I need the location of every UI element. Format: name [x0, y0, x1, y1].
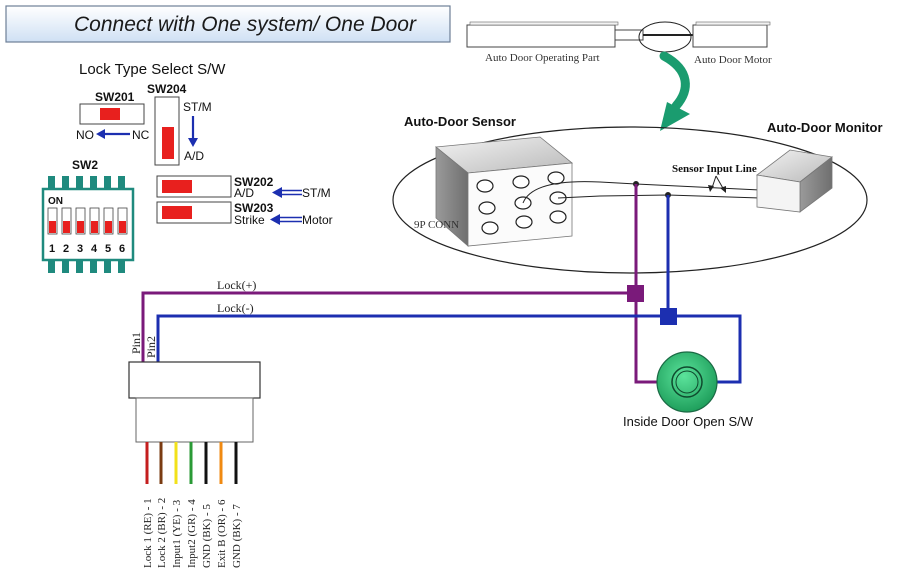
sw202-ad-label: A/D — [234, 186, 254, 200]
auto-door-operating-part — [466, 21, 695, 48]
nc-label: NC — [132, 128, 150, 142]
operating-part-label: Auto Door Operating Part — [485, 52, 600, 64]
wire-label: GND (BK) - 5 — [201, 504, 213, 568]
blue-junction — [660, 308, 677, 325]
double-arrow-left-icon — [272, 187, 302, 198]
pin1-label: Pin1 — [129, 332, 143, 354]
motor-label: Auto Door Motor — [694, 54, 772, 66]
auto-door-monitor-box — [756, 149, 833, 213]
curved-arrow-icon — [659, 51, 690, 131]
lock-plus-wire — [141, 184, 638, 362]
dip-number: 4 — [91, 243, 98, 255]
inside-door-open-label: Inside Door Open S/W — [623, 414, 754, 429]
arrow-down-icon — [188, 116, 198, 147]
title-box: Connect with One system/ One Door — [5, 5, 451, 43]
no-label: NO — [76, 128, 94, 142]
lock-type-heading: Lock Type Select S/W — [79, 61, 226, 78]
wire-bundle — [145, 442, 238, 484]
sw201-switch — [79, 103, 145, 125]
coupling-highlight — [638, 21, 692, 53]
sw2-label: SW2 — [72, 158, 98, 172]
dip-number: 1 — [49, 243, 55, 255]
auto-door-sensor-box — [434, 136, 574, 247]
page-title: Connect with One system/ One Door — [74, 13, 417, 36]
pointer-arrow-icon — [708, 175, 726, 193]
auto-door-monitor-label: Auto-Door Monitor — [767, 120, 883, 135]
sw203-motor-label: Motor — [302, 213, 333, 227]
sw201-label: SW201 — [95, 90, 135, 104]
lock-plus-label: Lock(+) — [217, 278, 256, 292]
wire-label: Exit B (OR) - 6 — [216, 499, 228, 568]
wire-label: Input1 (YE) - 3 — [171, 499, 183, 568]
sensor-input-line — [557, 194, 761, 199]
dip-number: 2 — [63, 243, 69, 255]
lock-plus-wire — [634, 293, 658, 384]
dip-number: 3 — [77, 243, 83, 255]
sw204-label: SW204 — [147, 82, 187, 96]
inside-door-open-button — [656, 351, 718, 413]
sw2-dip-switch — [41, 176, 135, 273]
conn-label: 9P CONN — [414, 219, 459, 231]
sw204-switch — [154, 96, 180, 166]
sw204-ad-label: A/D — [184, 149, 204, 163]
sw204-st-m-label: ST/M — [183, 100, 212, 114]
sw202-st-m-label: ST/M — [302, 186, 331, 200]
sensor-input-line — [522, 181, 761, 204]
dip-number: 5 — [105, 243, 111, 255]
double-arrow-left-icon — [270, 214, 302, 225]
wire-label: GND (BK) - 7 — [231, 504, 243, 568]
sw202-switch — [156, 175, 232, 198]
sw203-switch — [156, 201, 232, 224]
lock-minus-wire — [156, 314, 742, 384]
pin2-label: Pin2 — [144, 336, 158, 358]
wire-label: Lock 1 (RE) - 1 — [142, 498, 154, 568]
arrow-left-icon — [96, 129, 130, 139]
auto-door-motor — [692, 21, 771, 48]
lock-minus-label: Lock(-) — [217, 301, 254, 315]
auto-door-area — [392, 126, 868, 274]
wire-label: Lock 2 (BR) - 2 — [156, 498, 168, 568]
purple-junction — [627, 285, 644, 302]
wire-label: Input2 (GR) - 4 — [186, 499, 198, 568]
sw203-strike-label: Strike — [234, 213, 265, 227]
sensor-input-line-label: Sensor Input Line — [672, 163, 757, 175]
dip-number: 6 — [119, 243, 125, 255]
auto-door-sensor-label: Auto-Door Sensor — [404, 114, 516, 129]
sw202-label: SW202 — [234, 175, 274, 189]
sw203-label: SW203 — [234, 201, 274, 215]
sw2-on-label: ON — [48, 196, 63, 207]
connector — [128, 361, 261, 443]
